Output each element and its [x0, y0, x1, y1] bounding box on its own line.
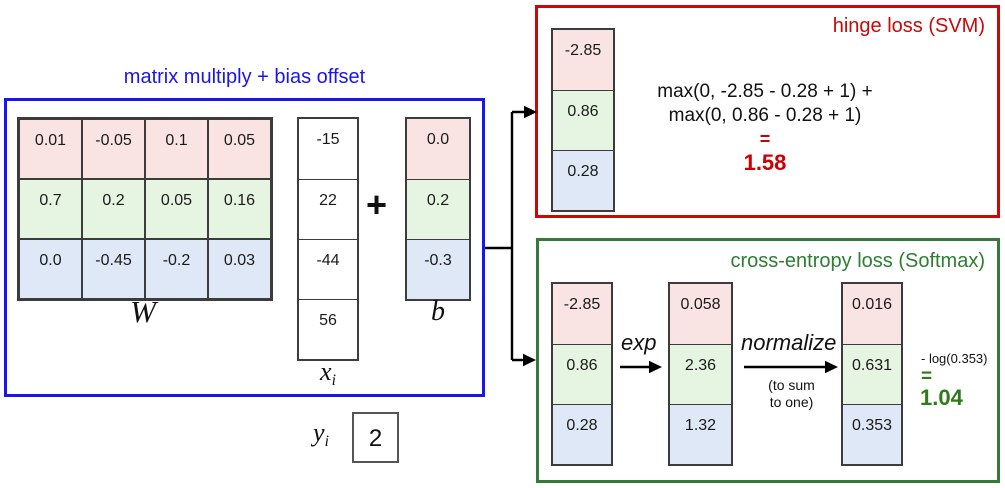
blue-section-title: matrix multiply + bias offset	[123, 66, 366, 88]
vector-cell: -2.85	[553, 30, 613, 90]
softmax-score-vector: -2.85 0.86 0.28	[551, 282, 613, 466]
matrix-cell: -0.45	[82, 239, 145, 299]
matrix-cell: 0.05	[208, 119, 271, 179]
vector-cell: 0.2	[407, 179, 469, 239]
b-vector-label: b	[431, 296, 445, 327]
hinge-equals: =	[759, 129, 771, 149]
vector-cell: 1.32	[670, 404, 731, 464]
softmax-result: 1.04	[920, 385, 963, 410]
vector-cell: 0.86	[553, 90, 613, 150]
normalize-note: (to sum to one)	[768, 377, 815, 410]
plus-operator: +	[366, 184, 388, 225]
vector-cell: 0.016	[843, 284, 901, 344]
matrix-cell: 0.05	[145, 179, 208, 239]
w-matrix-label: W	[130, 294, 156, 329]
matrix-multiply-box	[4, 98, 485, 397]
vector-cell: 2.36	[670, 344, 731, 404]
softmax-loss-title: cross-entropy loss (Softmax)	[730, 250, 985, 272]
matrix-cell: 0.16	[208, 179, 271, 239]
branch-connector-line	[485, 110, 526, 362]
softmax-loss-box: cross-entropy loss (Softmax)	[536, 238, 1000, 483]
hinge-formula-line2: max(0, 0.86 - 0.28 + 1)	[668, 105, 862, 126]
vector-cell: 22	[299, 179, 357, 239]
weight-matrix: 0.01 -0.05 0.1 0.05 0.7 0.2 0.05 0.16 0.…	[17, 117, 273, 301]
hinge-score-vector: -2.85 0.86 0.28	[551, 28, 615, 212]
hinge-loss-title: hinge loss (SVM)	[832, 15, 985, 37]
arrowhead-to-softmax-icon	[523, 353, 536, 367]
vector-cell: 0.353	[843, 404, 901, 464]
input-vector: -15 22 -44 56	[297, 117, 359, 361]
hinge-formula: max(0, -2.85 - 0.28 + 1) + max(0, 0.86 -…	[565, 80, 965, 176]
matrix-cell: 0.1	[145, 119, 208, 179]
vector-cell: -15	[299, 119, 357, 179]
y-label: yi	[313, 418, 329, 450]
matrix-cell: 0.03	[208, 239, 271, 299]
vector-cell: -2.85	[553, 284, 611, 344]
matrix-cell: 0.01	[19, 119, 82, 179]
matrix-cell: 0.0	[19, 239, 82, 299]
vector-cell: -0.3	[407, 239, 469, 299]
vector-cell: 56	[299, 299, 357, 359]
matrix-cell: 0.7	[19, 179, 82, 239]
vector-cell: 0.86	[553, 344, 611, 404]
y-value-box: 2	[352, 412, 399, 463]
hinge-formula-line1: max(0, -2.85 - 0.28 + 1) +	[657, 81, 873, 102]
x-vector-label: xi	[320, 357, 336, 389]
log-expression: - log(0.353)	[921, 351, 988, 366]
hinge-result: 1.58	[743, 150, 787, 175]
vector-cell: 0.0	[407, 119, 469, 179]
vector-cell: 0.058	[670, 284, 731, 344]
matrix-cell: -0.05	[82, 119, 145, 179]
probability-vector: 0.016 0.631 0.353	[841, 282, 903, 466]
matrix-cell: -0.2	[145, 239, 208, 299]
exp-label: exp	[621, 330, 657, 355]
vector-cell: -44	[299, 239, 357, 299]
vector-cell: 0.631	[843, 344, 901, 404]
exp-vector: 0.058 2.36 1.32	[668, 282, 733, 466]
vector-cell: 0.28	[553, 404, 611, 464]
vector-cell: 0.28	[553, 150, 613, 210]
normalize-label: normalize	[741, 330, 837, 355]
matrix-cell: 0.2	[82, 179, 145, 239]
bias-vector: 0.0 0.2 -0.3	[405, 117, 471, 301]
softmax-equals: =	[921, 366, 933, 387]
